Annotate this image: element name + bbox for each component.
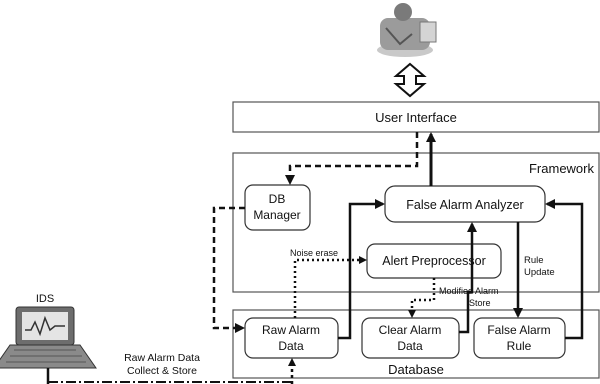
raw-alarm-data-box: Raw Alarm Data [244,317,339,359]
user-interface-label: User Interface [375,110,457,125]
rule-update-label-2: Update [524,267,555,278]
db-manager-box: DB Manager [244,184,311,231]
db-manager-label-2: Manager [253,208,300,222]
cleardata-to-analyzer-arrow [459,222,477,334]
noise-erase-label: Noise erase [290,248,338,258]
alert-preprocessor-box: Alert Preprocessor [366,243,502,279]
false-alarm-analyzer-box: False Alarm Analyzer [384,185,546,223]
alert-preprocessor-label: Alert Preprocessor [382,254,486,268]
false-alarm-analyzer-label: False Alarm Analyzer [406,198,523,212]
raw-alarm-data-label-2: Data [278,339,304,353]
modified-alarm-label-2: Store [469,298,491,308]
raw-alarm-data-label-1: Raw Alarm [262,323,320,337]
false-alarm-rule-label-2: Rule [507,339,532,353]
false-alarm-rule-label-1: False Alarm [487,323,550,337]
db-manager-label-1: DB [269,192,286,206]
rule-update-label-1: Rule [524,255,544,266]
ids-connection-line [46,368,292,384]
modified-alarm-label-1: Modified Alarm [439,286,499,296]
database-label: Database [388,362,444,377]
bidirectional-arrow-icon [393,62,427,98]
modified-store-arrow [408,278,436,318]
clear-alarm-data-label-1: Clear Alarm [379,323,442,337]
raw-collect-label-1: Raw Alarm Data [124,352,200,364]
ids-label: IDS [36,293,54,305]
dbmanager-to-rawdata-arrow [212,206,245,333]
rawdata-to-analyzer-arrow [338,199,385,340]
framework-label: Framework [529,161,595,176]
clear-alarm-data-box: Clear Alarm Data [361,317,460,359]
raw-collect-label-2: Collect & Store [127,365,197,377]
laptop-monitor-icon [0,306,97,369]
clear-alarm-data-label-2: Data [397,339,423,353]
person-at-computer-icon [377,3,437,57]
user-interface-box: User Interface [232,101,600,133]
rule-to-analyzer-arrow [545,199,584,340]
false-alarm-rule-box: False Alarm Rule [473,317,566,359]
